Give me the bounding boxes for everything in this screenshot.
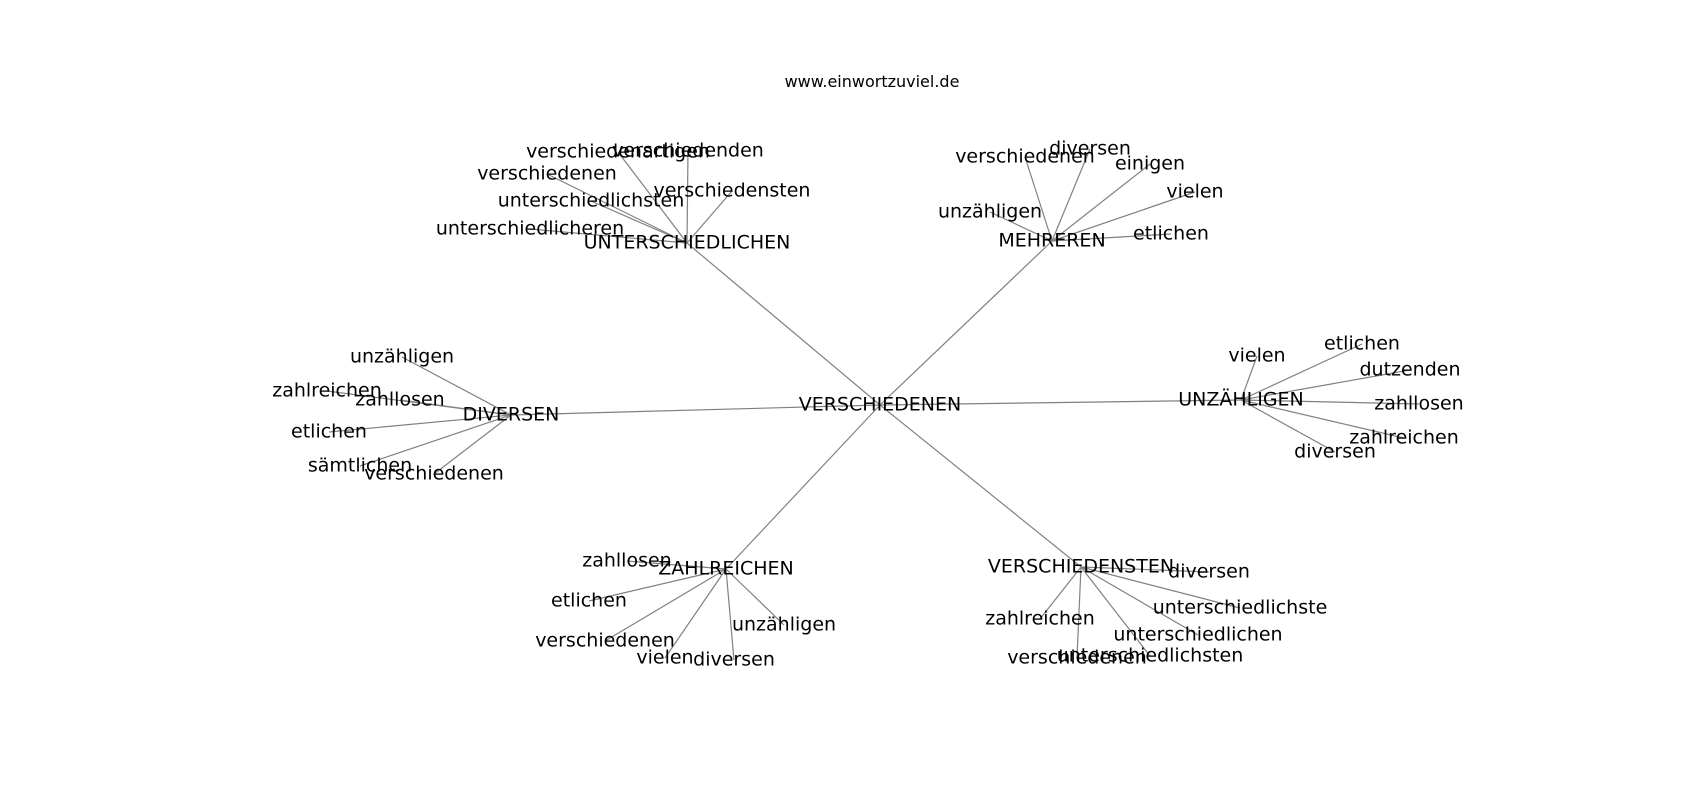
leaf-node-label: verschiedenen <box>364 463 504 485</box>
edge-hub-to-leaf <box>1240 399 1405 439</box>
leaf-node-label: unterschiedlichsten <box>498 190 685 212</box>
leaf-node-label: etlichen <box>551 590 627 612</box>
leaf-node-label: unzähligen <box>938 201 1042 223</box>
leaf-node-label: verschiedenen <box>1007 647 1147 669</box>
leaf-node-label: zahllosen <box>355 389 444 411</box>
hub-node-label: ZAHLREICHEN <box>658 558 793 580</box>
edge-hub-to-leaf <box>1080 566 1210 573</box>
leaf-node-label: etlichen <box>291 421 367 443</box>
edge-center-to-hub <box>879 240 1053 406</box>
edge-hub-to-leaf <box>1051 148 1091 242</box>
edge-hub-to-leaf <box>664 568 727 659</box>
labels-layer: VERSCHIEDENEN UNTERSCHIEDLICHEN verschiede… <box>272 138 1464 671</box>
edge-hub-to-leaf <box>529 228 688 244</box>
hub-node-label: UNZÄHLIGEN <box>1178 388 1304 411</box>
leaf-node-label: verschiedenartigen <box>526 141 710 163</box>
edge-hub-to-leaf <box>590 200 688 244</box>
leaf-node-label: unterschiedlichste <box>1153 597 1328 619</box>
leaf-node-label: unzähligen <box>732 614 836 636</box>
leaf-node-label: vielen <box>1166 181 1223 203</box>
edge-hub-to-leaf <box>588 568 727 602</box>
center-node-label: VERSCHIEDENEN <box>799 394 962 416</box>
leaf-node-label: einigen <box>1115 153 1185 175</box>
leaf-node-label: unzähligen <box>350 346 454 368</box>
edge-hub-to-leaf <box>1240 369 1411 401</box>
leaf-node-label: unterschiedlichen <box>1113 624 1282 646</box>
leaf-node-label: vielen <box>1228 345 1285 367</box>
edge-hub-to-leaf <box>1051 191 1196 242</box>
edge-hub-to-leaf <box>686 150 689 244</box>
leaf-node-label: diversen <box>693 649 775 671</box>
edge-hub-to-leaf <box>1240 399 1336 453</box>
leaf-node-label: sämtlichen <box>308 455 412 477</box>
leaf-node-label: verschiedensten <box>654 180 811 202</box>
leaf-node-label: diversen <box>1049 138 1131 160</box>
leaf-node-label: dutzenden <box>1359 359 1460 381</box>
edge-hub-to-leaf <box>359 414 512 467</box>
hub-node-label: DIVERSEN <box>463 404 560 426</box>
edge-hub-to-leaf <box>1051 233 1172 242</box>
edge-center-to-hub <box>686 242 881 406</box>
leaf-node-label: vielen <box>636 647 693 669</box>
edge-center-to-hub <box>879 399 1242 406</box>
leaf-node-label: zahlreichen <box>1349 427 1459 449</box>
leaf-node-label: zahllosen <box>582 550 671 572</box>
hub-node-label: VERSCHIEDENSTEN <box>988 556 1174 578</box>
leaf-node-label: zahlreichen <box>272 380 382 402</box>
leaf-node-label: verschiedenen <box>535 630 675 652</box>
edge-hub-to-leaf <box>725 568 735 661</box>
edge-hub-to-leaf <box>1080 566 1241 609</box>
edge-hub-to-leaf <box>1076 566 1082 659</box>
edge-hub-to-leaf <box>399 399 512 416</box>
edge-hub-to-leaf <box>1240 399 1420 405</box>
edge-hub-to-leaf <box>989 211 1053 242</box>
edges-layer <box>326 148 1420 661</box>
edge-hub-to-leaf <box>1080 566 1151 657</box>
edge-center-to-hub <box>879 404 1082 568</box>
hub-node-label: UNTERSCHIEDLICHEN <box>584 232 791 254</box>
edge-center-to-hub <box>510 404 881 416</box>
edge-center-to-hub <box>725 404 881 570</box>
leaf-node-label: unterschiedlicheren <box>436 218 624 240</box>
edge-hub-to-leaf <box>617 151 688 244</box>
leaf-node-label: verschiedenen <box>955 146 1095 168</box>
edge-hub-to-leaf <box>1024 156 1053 242</box>
hub-node-label: MEHREREN <box>998 230 1105 252</box>
edge-hub-to-leaf <box>626 560 727 570</box>
edge-hub-to-leaf <box>1240 355 1258 401</box>
edge-hub-to-leaf <box>686 190 733 244</box>
edge-hub-to-leaf <box>1039 566 1082 620</box>
leaf-node-label: diversen <box>1294 441 1376 463</box>
edge-hub-to-leaf <box>546 173 688 244</box>
edge-hub-to-leaf <box>401 356 512 416</box>
edge-hub-to-leaf <box>1080 566 1199 636</box>
edge-hub-to-leaf <box>1051 163 1151 242</box>
edge-hub-to-leaf <box>1240 343 1363 401</box>
edge-hub-to-leaf <box>725 568 785 626</box>
leaf-node-label: etlichen <box>1324 333 1400 355</box>
leaf-node-label: etlichen <box>1133 223 1209 245</box>
leaf-node-label: unterschiedlichsten <box>1057 645 1244 667</box>
leaf-node-label: verschiedenden <box>612 140 764 162</box>
leaf-node-label: zahllosen <box>1374 393 1463 415</box>
site-watermark: www.einwortzuviel.de <box>784 72 960 91</box>
leaf-node-label: diversen <box>1168 561 1250 583</box>
leaf-node-label: zahlreichen <box>985 608 1095 630</box>
edge-hub-to-leaf <box>433 414 512 475</box>
edge-hub-to-leaf <box>328 414 512 433</box>
leaf-node-label: verschiedenen <box>477 163 617 185</box>
edge-hub-to-leaf <box>604 568 727 642</box>
